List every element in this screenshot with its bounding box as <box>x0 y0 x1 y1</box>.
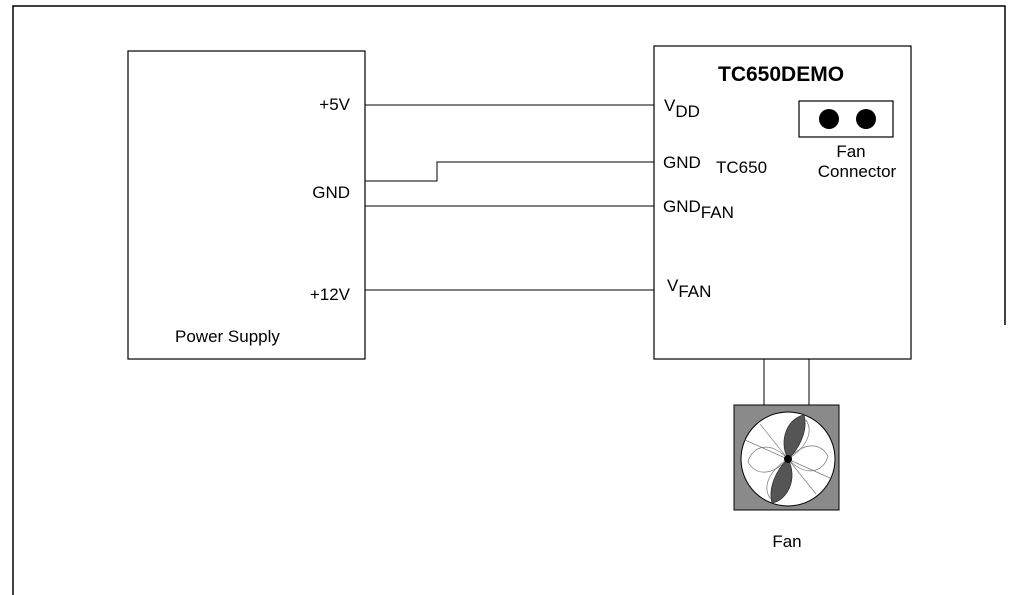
power-supply-label: Power Supply <box>175 327 280 346</box>
power-supply-box <box>127 50 366 360</box>
pin-gnd-label: GND <box>663 153 701 172</box>
pin-vfan: VFAN <box>667 276 711 301</box>
pin-gnd-fan: GNDFAN <box>663 197 734 222</box>
wires <box>365 104 810 405</box>
pin-label-5v: +5V <box>319 95 350 114</box>
fan-connector-label-1: Fan <box>836 142 865 161</box>
pin-label-gnd: GND <box>312 183 350 202</box>
board-title: TC650DEMO <box>718 63 844 86</box>
fan-connector-box <box>798 100 894 138</box>
fan-blade-2 <box>770 458 793 504</box>
fan-blade-1 <box>783 414 806 460</box>
fan-connector-pin-1 <box>819 109 839 129</box>
tc650demo-box <box>653 45 912 360</box>
pin-tc650-label: TC650 <box>716 158 767 177</box>
fan-connector-pin-2 <box>856 109 876 129</box>
pin-vdd: VDD <box>664 96 700 121</box>
fan-connector-label-2: Connector <box>818 162 897 181</box>
wire-gnd-tc650 <box>365 161 654 182</box>
power-supply-block: +5V GND +12V Power Supply <box>127 50 366 360</box>
fan-label: Fan <box>772 532 801 551</box>
pin-label-12v: +12V <box>310 285 351 304</box>
outer-frame <box>12 5 1006 595</box>
fan-icon <box>733 404 840 511</box>
fan-hub <box>784 455 792 463</box>
tc650demo-block: TC650DEMO VDD GND TC650 GNDFAN VFAN Fan … <box>653 45 912 360</box>
